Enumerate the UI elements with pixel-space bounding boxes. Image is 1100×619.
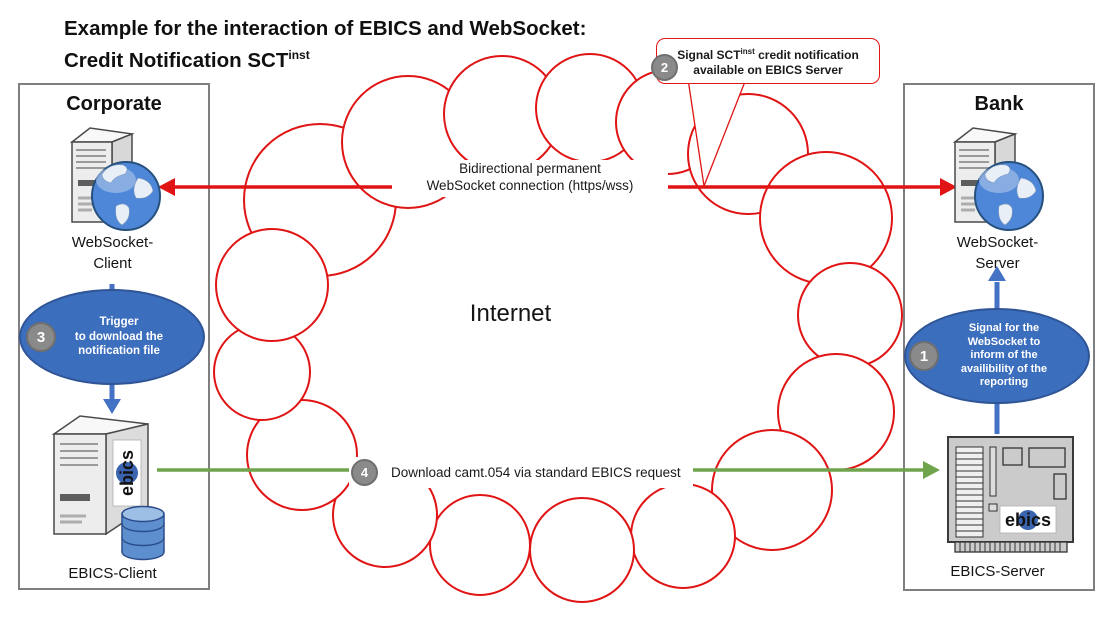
ebics-server-label: EBICS-Server <box>950 563 1045 580</box>
step4-badge: 4 <box>351 459 378 486</box>
websocket-server-icon <box>952 127 1044 231</box>
globe-icon <box>91 161 161 231</box>
websocket-server-label: WebSocket- Server <box>956 234 1039 272</box>
ebics-client-icon: ebics <box>51 415 165 561</box>
websocket-connection-label: Bidirectional permanent WebSocket connec… <box>392 160 668 197</box>
svg-text:ebics: ebics <box>117 450 137 496</box>
svg-text:ebics: ebics <box>1005 510 1051 530</box>
corporate-heading: Corporate <box>66 93 162 115</box>
step2-badge: 2 <box>651 54 678 81</box>
title-line1: Example for the interaction of EBICS and… <box>64 17 587 40</box>
internet-label: Internet <box>428 300 593 328</box>
step2-callout-line1: Signal SCTinst credit notification <box>677 47 859 62</box>
websocket-client-icon <box>69 127 161 231</box>
database-icon <box>121 505 165 561</box>
globe-icon <box>974 161 1044 231</box>
step3-badge: 3 <box>26 322 56 352</box>
ebics-logo: ebics <box>112 439 142 507</box>
step1-badge: 1 <box>909 341 939 371</box>
bank-heading: Bank <box>974 93 1024 115</box>
ebics-client-label: EBICS-Client <box>68 565 157 582</box>
step2-callout-line2: available on EBICS Server <box>693 63 843 77</box>
title-superscript: inst <box>288 48 310 62</box>
step2-callout: Signal SCTinst credit notification avail… <box>656 38 880 84</box>
callout-pointer <box>687 78 747 187</box>
websocket-client-label: WebSocket- Client <box>71 234 154 272</box>
title-line2: Credit Notification SCTinst <box>64 48 310 72</box>
ebics-server-icon: ebics <box>947 436 1074 553</box>
step4-label: 4 Download camt.054 via standard EBICS r… <box>349 457 693 488</box>
ebics-logo: ebics <box>999 505 1057 534</box>
page-title: Example for the interaction of EBICS and… <box>64 16 586 74</box>
